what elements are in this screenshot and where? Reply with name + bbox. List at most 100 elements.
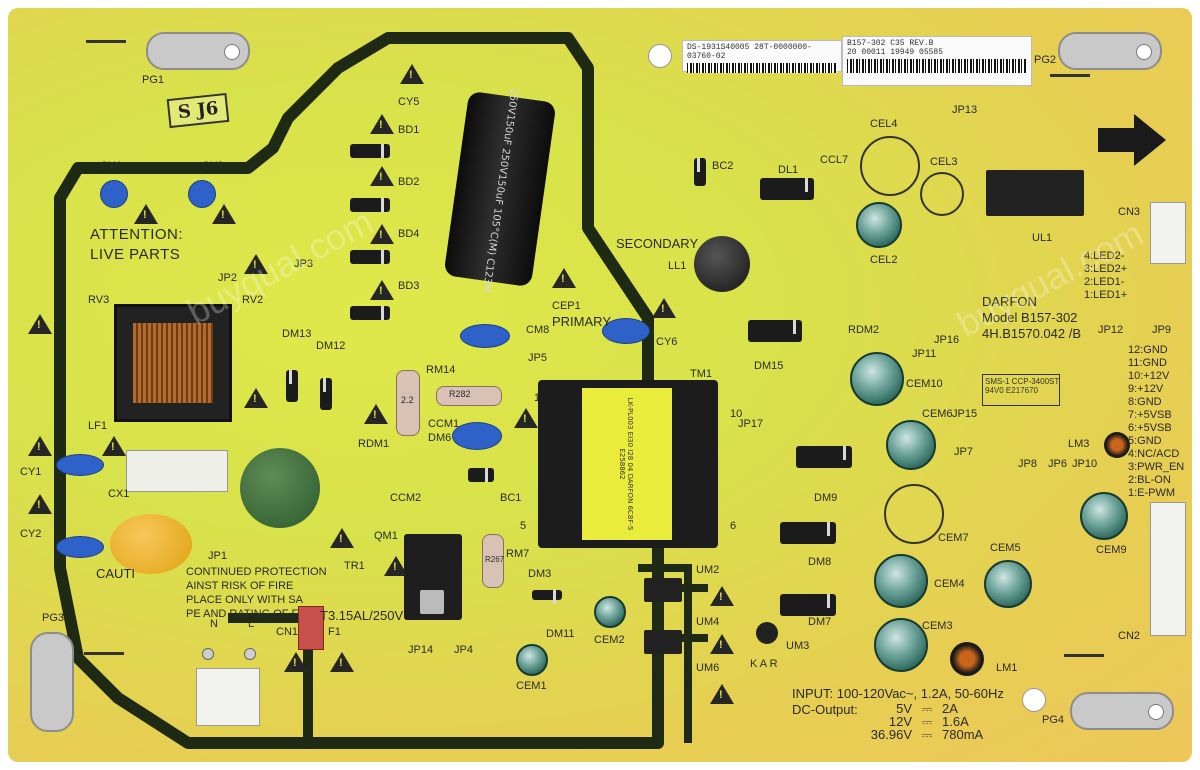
cn1-pin <box>244 648 256 660</box>
ref-cem7: CEM7 <box>938 532 969 544</box>
cy2-capacitor <box>56 536 104 558</box>
barcode <box>687 63 837 73</box>
ac-input-connector-cn1[interactable] <box>196 668 260 726</box>
handwritten-mark-text: S J6 <box>177 97 220 124</box>
output-row: 5V ⎓ 2A <box>860 702 983 715</box>
dm12-diode <box>320 378 332 410</box>
warning-triangle-icon <box>364 404 388 424</box>
bd4-diode <box>350 250 390 264</box>
bd3-diode <box>350 306 390 320</box>
part-number-label: 4H.B1570.042 /B <box>982 326 1082 341</box>
pinout-item: 1:E-PWM <box>1128 487 1176 499</box>
cem9-capacitor <box>1080 492 1128 540</box>
cy3-capacitor <box>188 180 216 208</box>
main-connector-cn2[interactable] <box>1150 502 1186 636</box>
ref-cn1: CN1 <box>276 626 299 638</box>
ref-jp1: JP1 <box>208 550 227 562</box>
warning-triangle-icon <box>652 298 676 318</box>
inductor-ll1 <box>694 236 750 292</box>
led-connector-cn3[interactable] <box>1150 202 1186 264</box>
ref-cy6: CY6 <box>656 336 678 348</box>
pg3-mount-tab <box>30 632 74 732</box>
pinout-item: 4:NC/ACD <box>1128 448 1180 460</box>
sticker-left-text: DS-1931S40005 28T-0000000-03760-02 <box>687 43 812 61</box>
ref-dm7: DM7 <box>808 616 832 628</box>
warning-triangle-icon <box>212 204 236 224</box>
attention-label: ATTENTION: <box>90 226 184 243</box>
warning-triangle-icon <box>284 652 308 672</box>
dm3-diode <box>532 590 562 604</box>
warning-triangle-icon <box>400 64 424 84</box>
um3-transistor <box>756 622 778 644</box>
caution-prefix: CAUTI <box>96 566 135 581</box>
ref-bd2: BD2 <box>398 176 420 188</box>
ref-lf1: LF1 <box>88 420 107 432</box>
ref-dl1: DL1 <box>778 164 799 176</box>
pg4-mount-tab <box>1070 692 1174 730</box>
ref-dm3: DM3 <box>528 568 552 580</box>
pinout-item: 11:GND <box>1128 357 1167 369</box>
pinout-item: 1:LED1+ <box>1084 289 1128 301</box>
ref-jp6: JP6 <box>1048 458 1067 470</box>
ref-jp2: JP2 <box>218 272 237 284</box>
warning-triangle-icon <box>370 224 394 244</box>
model-label: Model B157-302 <box>982 310 1078 325</box>
ref-lm1: LM1 <box>996 662 1018 674</box>
warning-triangle-icon <box>330 652 354 672</box>
ref-pg4: PG4 <box>1042 714 1065 726</box>
copper-winding <box>133 323 213 403</box>
pg1-mount-tab <box>146 32 250 70</box>
warning-triangle-icon <box>552 268 576 288</box>
ref-cem6: CEM6 <box>922 408 953 420</box>
ref-jp10: JP10 <box>1072 458 1098 470</box>
ref-cem1: CEM1 <box>516 680 547 692</box>
yellow-ceramic-capacitor <box>110 514 192 574</box>
output-current: 780mA <box>942 727 984 742</box>
output-voltage: 36.96V <box>870 727 912 742</box>
pinout-item: 5:GND <box>1128 435 1162 447</box>
cy6-capacitor <box>602 318 650 344</box>
warning-triangle-icon <box>330 528 354 548</box>
rm7-code: R267 <box>485 555 505 564</box>
dc-output-label: DC-Output: <box>792 702 858 717</box>
warning-triangle-icon <box>244 254 268 274</box>
ref-cem10: CEM10 <box>906 378 943 390</box>
ref-jp8: JP8 <box>1018 458 1037 470</box>
caution-line-3: PLACE ONLY WITH SA <box>186 594 303 606</box>
ref-jp12: JP12 <box>1098 324 1124 336</box>
cem3-capacitor <box>874 618 928 672</box>
pinout-item: 4:LED2- <box>1084 250 1125 262</box>
main-transformer-tm1: LK-PL003 EI30 I28 04 DARFON 6C8F-5 E2588… <box>538 380 718 548</box>
pinout-item: 2:LED1- <box>1084 276 1125 288</box>
ref-rdm2: RDM2 <box>848 324 880 336</box>
pinout-item: 10:+12V <box>1128 370 1170 382</box>
warning-triangle-icon <box>28 494 52 514</box>
pin-10: 10 <box>730 408 743 420</box>
ref-cx1: CX1 <box>108 488 130 500</box>
ref-tm1: TM1 <box>690 368 712 380</box>
barcode <box>847 59 1027 73</box>
warning-triangle-icon <box>28 314 52 334</box>
ref-dm12: DM12 <box>316 340 346 352</box>
pinout-item: 12:GND <box>1128 344 1168 356</box>
ref-lm3: LM3 <box>1068 438 1090 450</box>
ref-cy4: CY4 <box>100 160 122 172</box>
warning-triangle-icon <box>710 586 734 606</box>
pin-5: 5 <box>520 520 527 532</box>
pinout-item: 9:+12V <box>1128 383 1164 395</box>
dm13-diode <box>286 370 298 402</box>
cem5-capacitor <box>984 560 1032 608</box>
warning-triangle-icon <box>370 114 394 134</box>
primary-label: PRIMARY <box>552 314 611 329</box>
dc-symbol-icon: ⎓ <box>921 714 933 729</box>
dl1-diode <box>760 178 814 200</box>
ref-cn3: CN3 <box>1118 206 1141 218</box>
pin-6: 6 <box>730 520 737 532</box>
serial-sticker-left: DS-1931S40005 28T-0000000-03760-02 <box>682 40 842 73</box>
pinout-item: 6:+5VSB <box>1128 422 1172 434</box>
ref-cem5: CEM5 <box>990 542 1021 554</box>
ref-um3: UM3 <box>786 640 810 652</box>
ref-ccm2: CCM2 <box>390 492 422 504</box>
rm14-code: R282 <box>449 389 471 399</box>
ref-dm13: DM13 <box>282 328 312 340</box>
